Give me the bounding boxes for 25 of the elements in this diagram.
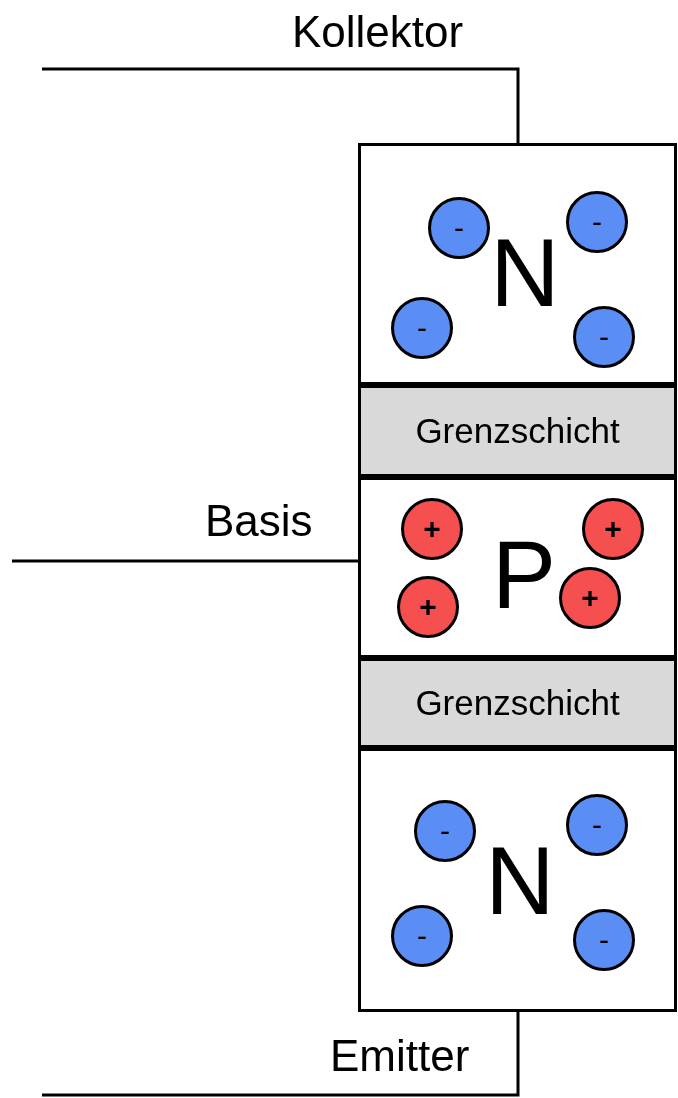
charge-sign: + xyxy=(423,514,441,544)
charge-sign: - xyxy=(599,925,609,955)
layer-letter: N xyxy=(490,225,560,321)
charge-sign: - xyxy=(417,921,427,951)
charge-sign: - xyxy=(599,322,609,352)
wire xyxy=(42,67,520,143)
layer-letter: N xyxy=(485,833,555,929)
wire xyxy=(12,559,358,563)
semiconductor-layer xyxy=(358,748,677,1012)
charge-sign: - xyxy=(454,213,464,243)
charge-sign: + xyxy=(419,592,437,622)
charge-sign: - xyxy=(592,810,602,840)
charge-sign: - xyxy=(592,207,602,237)
charge-sign: - xyxy=(417,313,427,343)
charge-sign: + xyxy=(581,583,599,613)
layer-label: Grenzschicht xyxy=(415,683,620,723)
layer-letter: P xyxy=(492,527,556,623)
charge-sign: - xyxy=(440,816,450,846)
layer-label: Grenzschicht xyxy=(415,411,620,451)
charge-sign: + xyxy=(604,514,622,544)
junction-layer xyxy=(358,658,677,748)
semiconductor-layer xyxy=(358,477,677,658)
wire xyxy=(42,1012,520,1097)
semiconductor-layer xyxy=(358,143,677,385)
junction-layer xyxy=(358,385,677,477)
